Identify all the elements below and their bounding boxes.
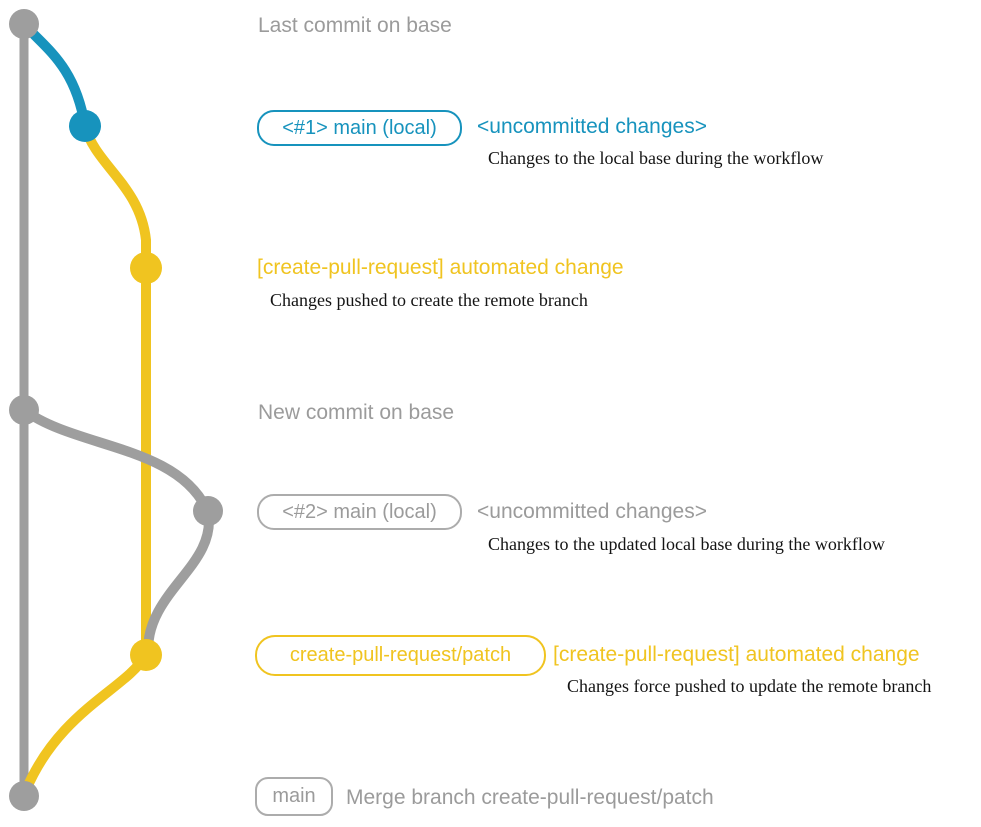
branch-badge-main: main <box>255 777 333 816</box>
automated-change-label-2: [create-pull-request] automated change <box>553 643 920 666</box>
commit-dot-main-local-1 <box>69 110 101 142</box>
last-commit-label: Last commit on base <box>258 14 452 37</box>
branch-main-local-curve <box>19 19 90 131</box>
commit-dot-merge <box>9 781 39 811</box>
commit-dot-last-base <box>9 9 39 39</box>
branch-base-update-curve-2 <box>143 506 214 655</box>
commit-graph <box>9 9 223 811</box>
branch-patch-line <box>21 121 151 795</box>
uncommitted-changes-desc-1: Changes to the local base during the wor… <box>488 148 824 168</box>
commit-dot-patch-2 <box>130 639 162 671</box>
uncommitted-changes-desc-2: Changes to the updated local base during… <box>488 534 885 554</box>
automated-change-desc-1: Changes pushed to create the remote bran… <box>270 290 588 310</box>
branch-badge-main-local-1: <#1> main (local) <box>257 110 462 146</box>
merge-commit-label: Merge branch create-pull-request/patch <box>346 786 714 809</box>
uncommitted-changes-label-2: <uncommitted changes> <box>477 500 707 523</box>
commit-dot-main-local-2 <box>193 496 223 526</box>
branch-base-update-curve-1 <box>19 405 211 513</box>
branch-badge-patch: create-pull-request/patch <box>255 635 546 676</box>
automated-change-label-1: [create-pull-request] automated change <box>257 256 624 279</box>
commit-dot-patch-1 <box>130 252 162 284</box>
commit-dot-new-base <box>9 395 39 425</box>
uncommitted-changes-label-1: <uncommitted changes> <box>477 115 707 138</box>
automated-change-desc-2: Changes force pushed to update the remot… <box>567 676 932 696</box>
new-commit-label: New commit on base <box>258 401 455 424</box>
branch-badge-main-local-2: <#2> main (local) <box>257 494 462 530</box>
